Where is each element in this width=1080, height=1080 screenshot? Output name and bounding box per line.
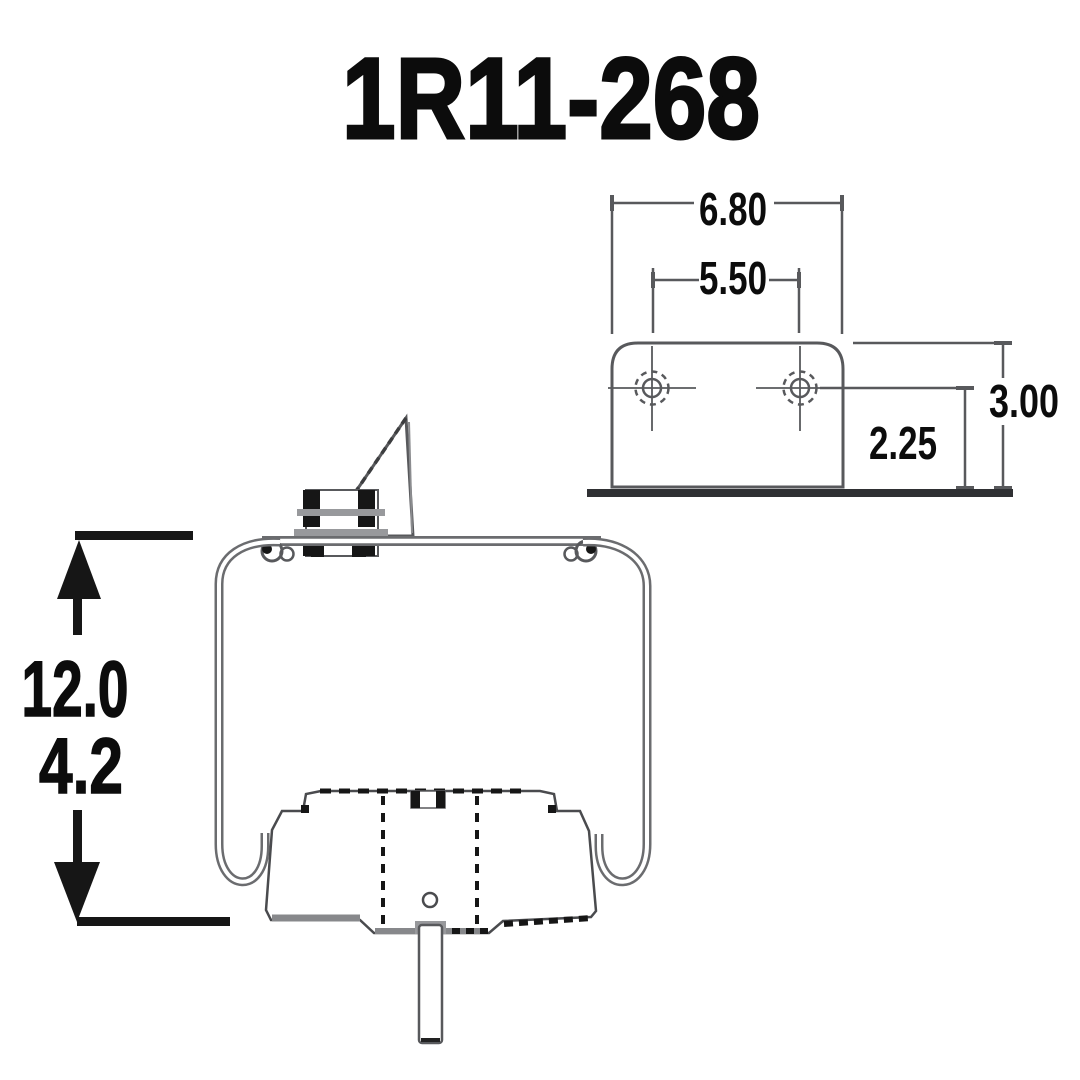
- bracket-dim-ticks-550: [651, 272, 801, 288]
- bracket-view: [587, 195, 1013, 497]
- bellows-left-wall: [214, 537, 281, 887]
- dim-label-overall-height: 3.00: [989, 375, 1059, 427]
- dim-label-overall-width: 6.80: [699, 183, 767, 235]
- bracket-dim-ticks-300: [994, 341, 1012, 490]
- bellows-right-wall: [582, 537, 652, 887]
- piston-dot-right: [548, 805, 556, 813]
- stud-collar-2: [294, 529, 388, 537]
- height-dimension: [54, 531, 230, 926]
- dim-stem-bottom: [73, 810, 82, 863]
- dim-label-hole-spacing: 5.50: [699, 252, 767, 304]
- stud-collar-1: [297, 509, 385, 516]
- bracket-dim-line-225: [820, 386, 967, 488]
- bracket-dim-line-300: [853, 341, 1011, 488]
- bracket-baseline: [587, 489, 1013, 497]
- piston: [264, 788, 598, 1045]
- piston-notch: [410, 790, 446, 809]
- dim-label-hole-to-base: 2.25: [869, 417, 937, 469]
- dim-arrow-down: [54, 862, 100, 922]
- dim-label-height-secondary: 4.2: [39, 721, 123, 810]
- stud-nub-left: [311, 546, 324, 557]
- dim-stem-top: [73, 599, 82, 635]
- bracket-plate-outline: [610, 341, 845, 489]
- bracket-dim-ticks-680: [610, 195, 844, 211]
- part-number-title: 1R11-268: [342, 35, 760, 163]
- bottom-stud: [415, 921, 446, 1045]
- piston-dot-left: [301, 805, 309, 813]
- bracket-hole-left: [608, 346, 696, 431]
- dim-bottom-bar: [77, 917, 230, 926]
- bracket-dim-ticks-225: [956, 386, 974, 490]
- dim-arrow-up: [57, 540, 101, 599]
- piston-hole: [421, 891, 439, 909]
- dim-top-bar: [75, 531, 193, 540]
- air-spring: [214, 413, 652, 1045]
- stud-nub-right: [352, 546, 366, 557]
- piston-outline: [264, 789, 598, 935]
- top-stud: [294, 489, 388, 557]
- bracket-ext-lines-680: [610, 195, 844, 334]
- dim-label-height-primary: 12.0: [22, 644, 129, 733]
